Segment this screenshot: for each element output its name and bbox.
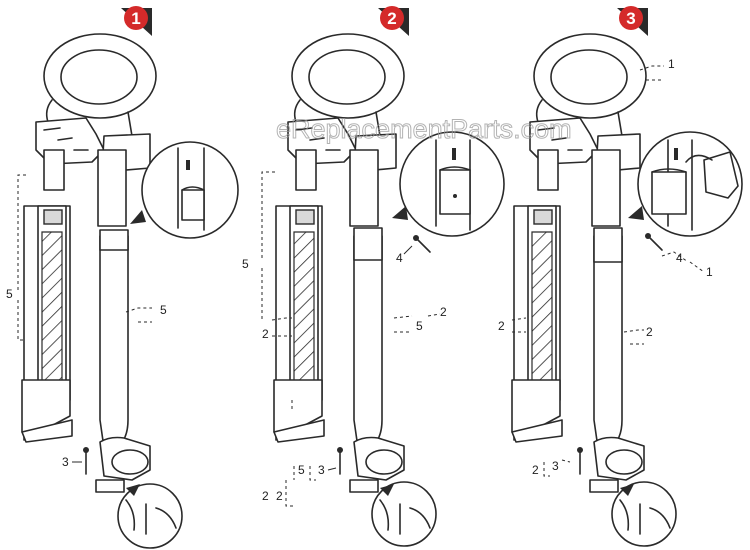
view-2-label-a: 5 (242, 257, 249, 271)
watermark-text: eReplacementParts.com (276, 114, 572, 144)
view-3-foot-callout (611, 481, 677, 547)
view-2-upper-tube (349, 149, 379, 227)
view-3: 3 (498, 6, 743, 547)
view-3-badge: 3 (617, 6, 648, 36)
view-2-label-c: 2 (262, 327, 269, 341)
view-1-handle (35, 33, 157, 173)
view-1: 1 (6, 6, 239, 549)
view-1-detail-callout (130, 141, 239, 239)
view-1-label-b: 5 (160, 303, 167, 317)
view-3-detail-callout (628, 131, 743, 237)
view-3-label-e: 2 (498, 319, 505, 333)
view-2-label-d: 5 (416, 319, 423, 333)
view-2-body-housing (273, 205, 325, 443)
view-2-lower-tube (353, 235, 383, 449)
view-2-label-h: 2 (262, 489, 269, 503)
view-2-label-f: 2 (276, 489, 283, 503)
view-2-badge-number: 2 (387, 9, 396, 28)
view-2-badge: 2 (378, 6, 409, 36)
view-1-label-a: 5 (6, 287, 13, 301)
view-3-label-a: 1 (668, 57, 675, 71)
view-1-label-c: 3 (62, 455, 69, 469)
view-3-upper-tube (591, 149, 621, 227)
view-3-label-d: 2 (646, 325, 653, 339)
view-3-handle (529, 33, 647, 173)
view-2-label-b: 4 (396, 251, 403, 265)
view-3-badge-number: 3 (626, 9, 635, 28)
view-1-lower-tube (99, 235, 129, 449)
view-3-label-f: 2 (532, 463, 539, 477)
view-2-label-g: 5 (298, 463, 305, 477)
view-1-body-housing (21, 205, 73, 443)
view-1-badge: 1 (121, 6, 152, 36)
view-3-body-housing (511, 205, 563, 443)
view-2: 2 (242, 6, 505, 547)
view-2-handle (287, 33, 405, 173)
view-1-foot-callout (117, 483, 183, 549)
view-2-label-i: 3 (318, 463, 325, 477)
view-3-lower-tube (593, 235, 623, 449)
view-2-foot-callout (371, 481, 437, 547)
view-3-label-b: 4 (676, 251, 683, 265)
view-2-detail-callout (392, 131, 505, 237)
view-1-upper-tube (97, 149, 127, 227)
view-3-label-g: 3 (552, 459, 559, 473)
view-3-label-c: 1 (706, 265, 713, 279)
view-1-badge-number: 1 (131, 9, 140, 28)
view-2-label-e: 2 (440, 305, 447, 319)
